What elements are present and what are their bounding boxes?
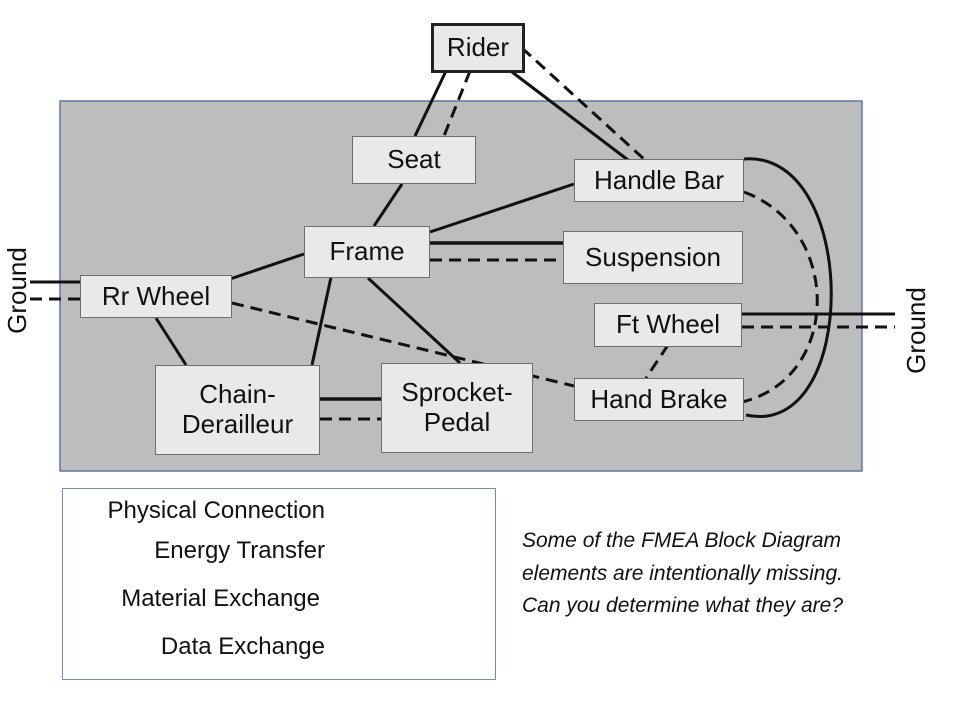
frame-chain-physical	[310, 267, 335, 366]
block-hand-brake: Hand Brake	[574, 378, 744, 421]
seat-frame-physical	[372, 183, 404, 227]
rrwheel-chain-physical	[154, 317, 188, 366]
rider-seat-physical	[413, 70, 448, 137]
rider-seat-energy	[442, 70, 472, 137]
handlebar-handbrake-physical	[743, 157, 833, 419]
note-line-2: elements are intentionally missing.	[522, 561, 843, 585]
instruction-note: Some of the FMEA Block Diagram elements …	[522, 525, 942, 623]
chain-derailleur-line1: Chain-	[199, 379, 276, 410]
rider-handlebar-energy	[520, 46, 647, 162]
block-frame: Frame	[304, 226, 430, 278]
handlebar-handbrake-energy	[741, 190, 819, 404]
block-suspension: Suspension	[563, 231, 743, 284]
sprocket-pedal-line1: Sprocket-	[401, 377, 513, 408]
block-rider: Rider	[431, 23, 525, 73]
ground-label-right: Ground	[900, 287, 931, 374]
ground-label-left: Ground	[1, 247, 32, 334]
frame-sprocket-physical	[366, 276, 462, 365]
ftwheel-handbrake-energy	[644, 344, 670, 379]
block-ft-wheel: Ft Wheel	[594, 303, 742, 347]
sprocket-pedal-line2: Pedal	[423, 407, 491, 437]
rider-handlebar-physical	[511, 70, 629, 162]
block-sprocket-pedal: Sprocket- Pedal	[381, 363, 533, 453]
legend	[62, 488, 496, 680]
block-seat: Seat	[352, 136, 476, 184]
block-handle-bar: Handle Bar	[574, 159, 744, 202]
legend-energy-label: Energy Transfer	[154, 537, 325, 564]
frame-rrwheel-physical	[229, 252, 305, 281]
legend-material-label: Material Exchange	[121, 585, 320, 612]
legend-data-label: Data Exchange	[160, 633, 325, 660]
frame-handlebar-physical	[429, 182, 575, 234]
chain-derailleur-line2: Derailleur	[181, 409, 294, 439]
block-rr-wheel: Rr Wheel	[80, 275, 232, 318]
legend-physical-label: Physical Connection	[107, 497, 325, 524]
note-line-3: Can you determine what they are?	[522, 594, 844, 618]
note-line-1: Some of the FMEA Block Diagram	[522, 529, 841, 552]
block-chain-derailleur: Chain- Derailleur	[155, 365, 320, 455]
